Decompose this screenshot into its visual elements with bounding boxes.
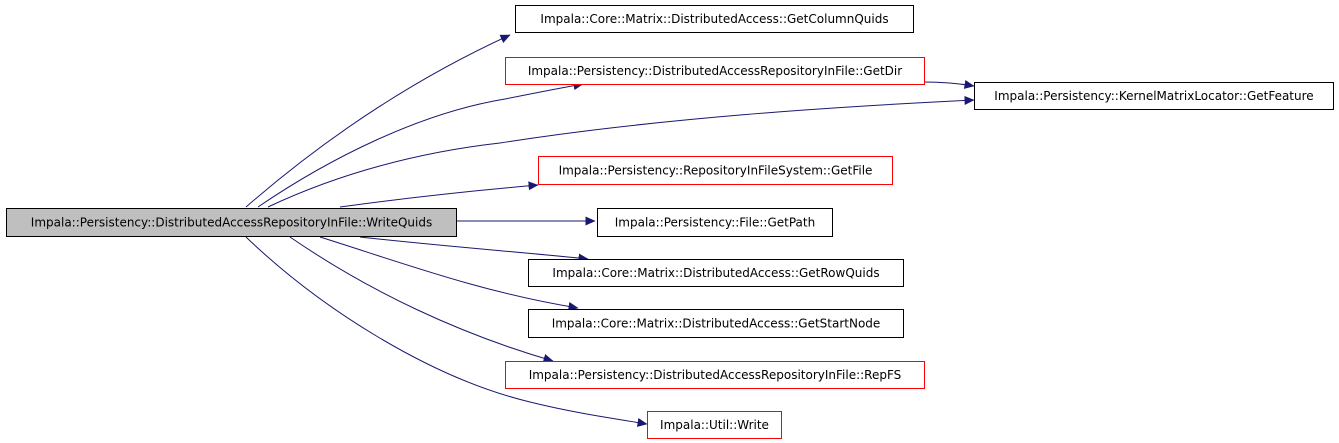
edge-root-to-getcolumnquids	[245, 34, 511, 208]
edge-layer	[245, 34, 975, 427]
edge-root-to-getstartnode	[319, 236, 579, 311]
node-getdir[interactable]: Impala::Persistency::DistributedAccessRe…	[505, 57, 925, 85]
node-box-getrowquids	[528, 259, 904, 287]
node-box-getdir	[505, 57, 925, 85]
node-box-repfs	[505, 361, 925, 389]
node-label-root: Impala::Persistency::DistributedAccessRe…	[31, 216, 432, 230]
node-box-getfeature	[974, 82, 1334, 110]
node-label-write: Impala::Util::Write	[660, 418, 769, 432]
node-box-getstartnode	[528, 309, 904, 338]
edge-root-to-getdir	[257, 81, 584, 208]
node-box-write	[647, 411, 782, 439]
node-box-getcolumnquids	[515, 5, 914, 33]
node-label-getfeature: Impala::Persistency::KernelMatrixLocator…	[994, 89, 1313, 103]
node-getpath[interactable]: Impala::Persistency::File::GetPath	[597, 208, 833, 237]
node-box-root	[6, 208, 457, 237]
edge-root-to-repfs	[289, 236, 554, 363]
node-label-repfs: Impala::Persistency::DistributedAccessRe…	[529, 368, 902, 382]
node-label-getfile: Impala::Persistency::RepositoryInFileSys…	[559, 164, 873, 178]
node-label-getpath: Impala::Persistency::File::GetPath	[615, 216, 815, 230]
node-label-getcolumnquids: Impala::Core::Matrix::DistributedAccess:…	[540, 12, 888, 26]
node-getfeature[interactable]: Impala::Persistency::KernelMatrixLocator…	[974, 82, 1334, 110]
node-label-getstartnode: Impala::Core::Matrix::DistributedAccess:…	[552, 317, 881, 331]
node-box-getfile	[538, 156, 893, 185]
edge-root-to-getfile	[339, 181, 539, 208]
node-repfs[interactable]: Impala::Persistency::DistributedAccessRe…	[505, 361, 925, 389]
node-getcolumnquids[interactable]: Impala::Core::Matrix::DistributedAccess:…	[515, 5, 914, 33]
node-label-getdir: Impala::Persistency::DistributedAccessRe…	[528, 64, 902, 78]
node-getfile[interactable]: Impala::Persistency::RepositoryInFileSys…	[538, 156, 893, 185]
node-label-getrowquids: Impala::Core::Matrix::DistributedAccess:…	[552, 266, 879, 280]
node-box-getpath	[597, 208, 833, 237]
node-getstartnode[interactable]: Impala::Core::Matrix::DistributedAccess:…	[528, 309, 904, 338]
node-root[interactable]: Impala::Persistency::DistributedAccessRe…	[6, 208, 457, 237]
node-getrowquids[interactable]: Impala::Core::Matrix::DistributedAccess:…	[528, 259, 904, 287]
edge-root-to-write	[245, 236, 648, 427]
node-write[interactable]: Impala::Util::Write	[647, 411, 782, 439]
edge-root-to-getfeature	[267, 95, 975, 208]
node-layer: Impala::Persistency::DistributedAccessRe…	[6, 5, 1334, 439]
edge-getdir-to-getfeature	[923, 80, 975, 89]
edge-root-to-getrowquids	[359, 236, 589, 263]
